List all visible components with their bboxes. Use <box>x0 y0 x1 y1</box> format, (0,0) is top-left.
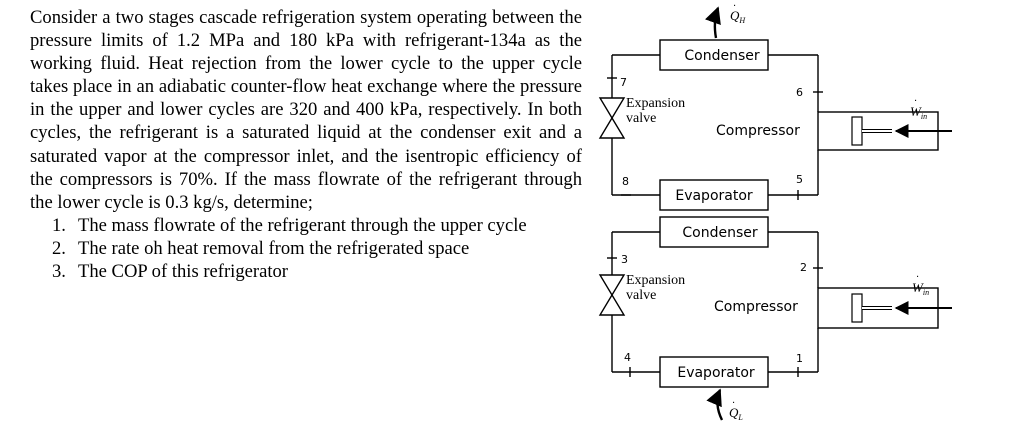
upper-work-label: Win <box>910 104 927 121</box>
upper-evaporator: Evaporator <box>659 179 769 211</box>
upper-condenser-label: Condenser <box>684 48 759 64</box>
lower-compressor-label: Compressor <box>714 299 798 315</box>
question-text: The COP of this refrigerator <box>78 261 288 283</box>
problem-statement: Consider a two stages cascade refrigerat… <box>30 6 582 283</box>
question-list: 1. The mass flowrate of the refrigerant t… <box>30 214 582 283</box>
heat-in-arrow-icon <box>706 388 724 421</box>
piston-icon <box>851 116 863 146</box>
question-text: The rate oh heat removal from the refrig… <box>78 237 470 259</box>
heat-out-symbol: Q <box>730 8 740 23</box>
lower-valve-label-1: Expansion <box>626 273 685 288</box>
question-number: 1. <box>52 214 66 236</box>
upper-valve-label-1: Expansion <box>626 96 685 111</box>
state-1: 1 <box>796 352 803 365</box>
upper-compressor-label: Compressor <box>716 123 800 139</box>
lower-work-symbol: W <box>912 280 924 295</box>
upper-evaporator-label: Evaporator <box>675 188 753 204</box>
question-item-1: 1. The mass flowrate of the refrigerant t… <box>52 214 582 237</box>
upper-expansion-valve: Expansion valve <box>598 96 685 139</box>
lower-valve-label-2: valve <box>626 288 656 303</box>
state-5: 5 <box>796 173 803 186</box>
heat-in-symbol: Q <box>729 405 739 420</box>
question-item-2: 2. The rate oh heat removal from the refr… <box>52 237 582 260</box>
valve-icon <box>598 97 626 139</box>
lower-expansion-valve: Expansion valve <box>598 273 685 316</box>
state-6: 6 <box>796 86 803 99</box>
lower-work-subscript: in <box>923 288 929 297</box>
lower-evaporator: Evaporator <box>659 356 769 388</box>
problem-text: Consider a two stages cascade refrigerat… <box>30 7 582 213</box>
svg-text:·: · <box>916 272 919 283</box>
upper-work-subscript: in <box>921 112 927 121</box>
state-7: 7 <box>620 76 627 89</box>
heat-out-subscript: H <box>738 16 746 25</box>
lower-condenser-label: Condenser <box>682 225 757 241</box>
lower-evaporator-label: Evaporator <box>677 365 755 381</box>
heat-in-label: QL <box>729 405 743 422</box>
svg-text:·: · <box>733 1 736 12</box>
piston-icon <box>851 293 863 323</box>
state-3: 3 <box>621 253 628 266</box>
heat-out-arrow-icon <box>705 6 721 39</box>
upper-work-symbol: W <box>910 104 922 119</box>
upper-valve-label-2: valve <box>626 111 656 126</box>
heat-in-subscript: L <box>737 413 743 422</box>
question-text: The mass flowrate of the refrigerant thr… <box>78 214 527 236</box>
lower-work-label: Win <box>912 280 929 297</box>
svg-text:·: · <box>914 96 917 107</box>
state-4: 4 <box>624 351 631 364</box>
question-number: 3. <box>52 261 66 283</box>
heat-out-label: QH <box>730 8 746 25</box>
state-8: 8 <box>622 175 629 188</box>
lower-condenser: Condenser <box>659 216 769 248</box>
state-2: 2 <box>800 261 807 274</box>
question-item-3: 3. The COP of this refrigerator <box>52 260 582 283</box>
svg-text:·: · <box>732 398 735 409</box>
question-number: 2. <box>52 237 66 259</box>
upper-condenser: Condenser <box>659 39 769 71</box>
valve-icon <box>598 274 626 316</box>
